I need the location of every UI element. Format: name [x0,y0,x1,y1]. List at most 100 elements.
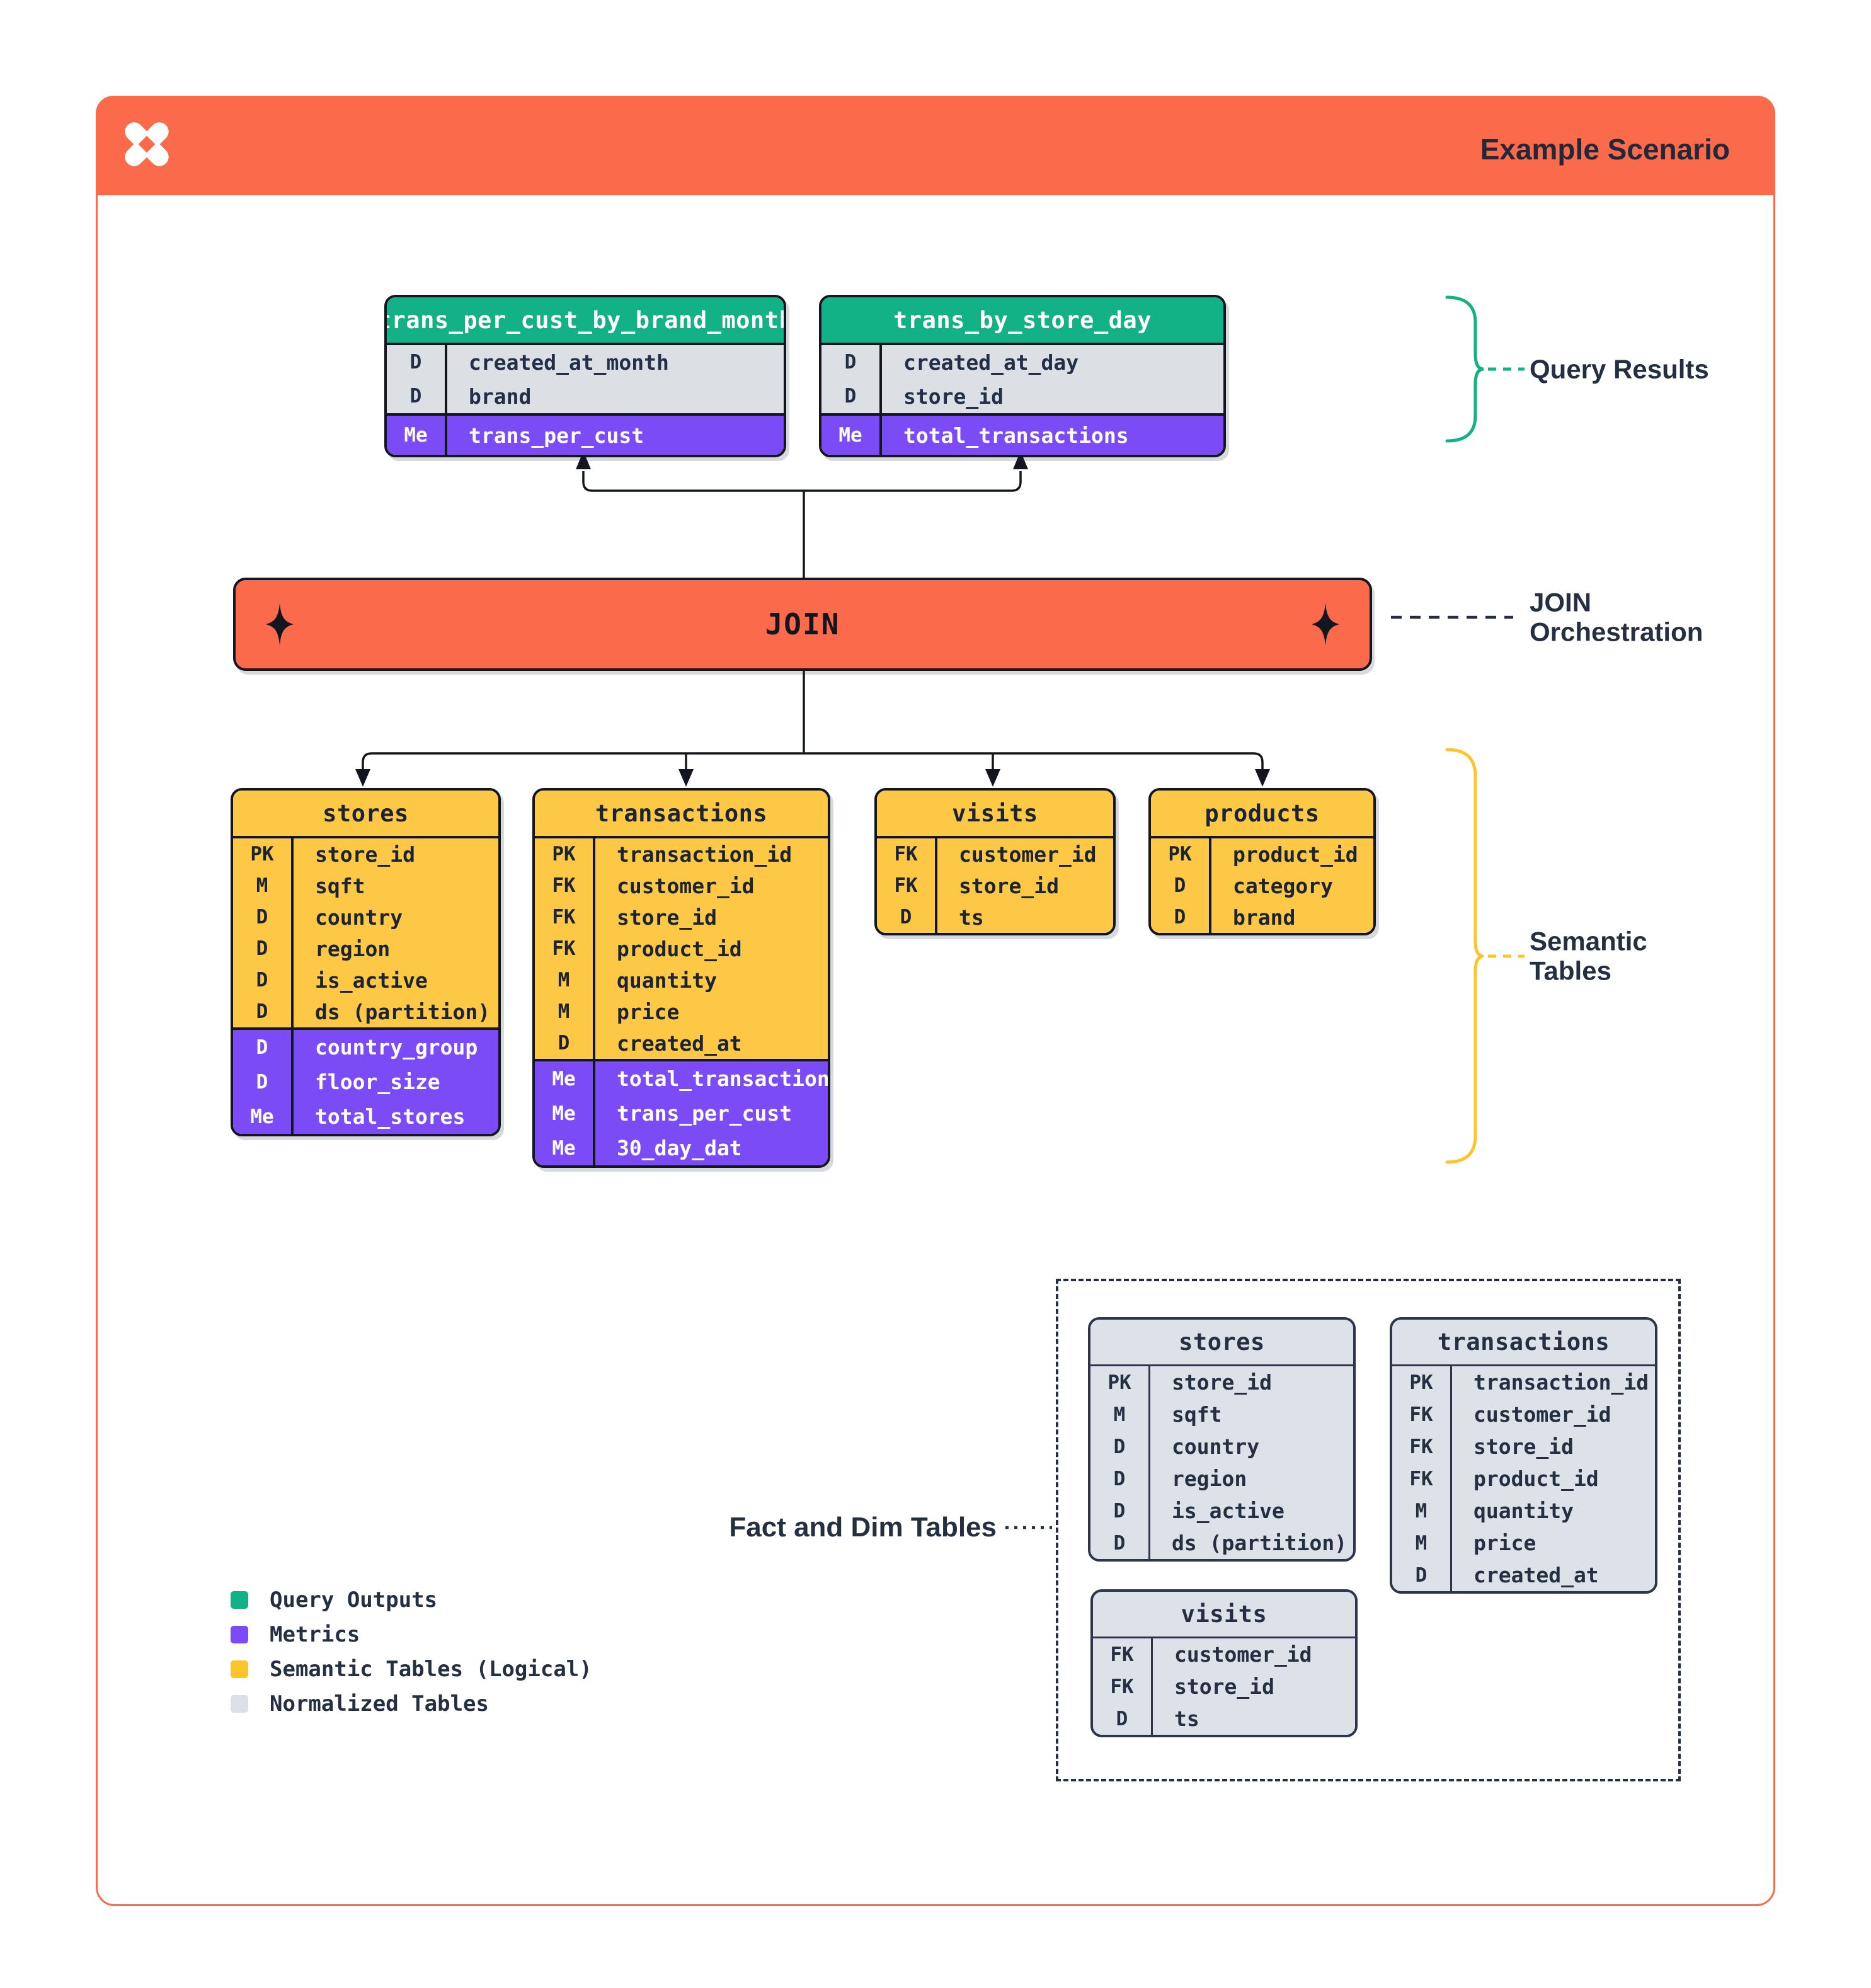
row-field: total_transactions [617,1066,830,1091]
row-field: country [1172,1434,1260,1459]
row-key: D [821,379,882,413]
legend-swatch [231,1660,248,1678]
table-row: FK product_id [1392,1463,1655,1495]
join-orchestration-label: JOIN Orchestration [1530,587,1703,647]
row-field: store_id [315,842,415,867]
row-field: is_active [315,968,428,993]
row-key: FK [877,870,937,901]
row-field: brand [1233,905,1296,930]
row-key: D [877,901,937,933]
row-field: created_at_day [903,350,1079,375]
row-key: PK [535,838,595,870]
row-key: D [387,379,447,413]
page-title: Example Scenario [1480,133,1730,166]
row-key: D [1090,1495,1150,1527]
fact-dim-label: Fact and Dim Tables [729,1512,997,1543]
row-key: FK [1392,1431,1452,1463]
row-field: store_id [959,873,1059,898]
row-field: customer_id [1473,1402,1611,1427]
legend-item: Semantic Tables (Logical) [231,1657,592,1682]
row-field: region [315,936,391,961]
row-field: category [1233,873,1333,898]
row-field: store_id [1473,1434,1574,1459]
row-key: FK [1093,1671,1153,1703]
legend-label: Metrics [270,1622,360,1647]
row-field: ds (partition) [1172,1531,1347,1555]
row-field: created_at_month [469,350,669,375]
row-key: FK [535,933,595,964]
row-field: store_id [617,905,717,930]
table-title: visits [1093,1592,1355,1638]
table-row: FK store_id [877,870,1113,901]
row-field: store_id [903,384,1004,409]
row-key: M [1392,1495,1452,1527]
row-field: brand [469,384,532,409]
row-field: country [315,905,403,930]
spark-icon [1312,603,1339,646]
row-field: ts [1174,1706,1199,1731]
row-key: M [1392,1527,1452,1559]
row-field: ds (partition) [315,999,491,1024]
row-key: D [1151,870,1211,901]
row-field: customer_id [1174,1642,1312,1667]
row-field: transaction_id [617,842,792,867]
row-key: PK [1151,838,1211,870]
row-field: product_id [1233,842,1358,867]
row-key: D [1392,1559,1452,1591]
table-row: FK customer_id [535,870,828,901]
row-key: D [233,1030,294,1065]
table-title: visits [877,791,1113,838]
row-field: trans_per_cust [617,1101,792,1126]
table-row: PK transaction_id [535,838,828,870]
table-title: trans_by_store_day [821,297,1223,345]
row-key: PK [1392,1366,1452,1398]
query-results-label: Query Results [1530,354,1709,384]
table-title: trans_per_cust_by_brand_month [387,297,784,345]
row-field: total_transactions [903,423,1129,448]
row-field: customer_id [617,873,755,898]
row-field: created_at [617,1031,742,1056]
title-bar [96,96,1775,195]
row-field: transaction_id [1473,1370,1649,1395]
row-key: FK [535,870,595,901]
row-field: quantity [1473,1499,1574,1523]
row-field: trans_per_cust [469,423,644,448]
table-row: PK transaction_id [1392,1366,1655,1398]
row-field: price [617,999,680,1024]
row-field: is_active [1172,1499,1285,1523]
table-title: transactions [1392,1320,1655,1366]
row-field: price [1473,1531,1536,1555]
row-key: M [1090,1398,1150,1431]
row-key: FK [1392,1463,1452,1495]
row-field: sqft [1172,1402,1222,1427]
row-field: floor_size [315,1070,440,1094]
row-field: product_id [1473,1466,1599,1491]
semantic-tables-label: Semantic Tables [1530,926,1647,986]
row-key: PK [233,838,294,870]
row-key: D [821,345,882,379]
